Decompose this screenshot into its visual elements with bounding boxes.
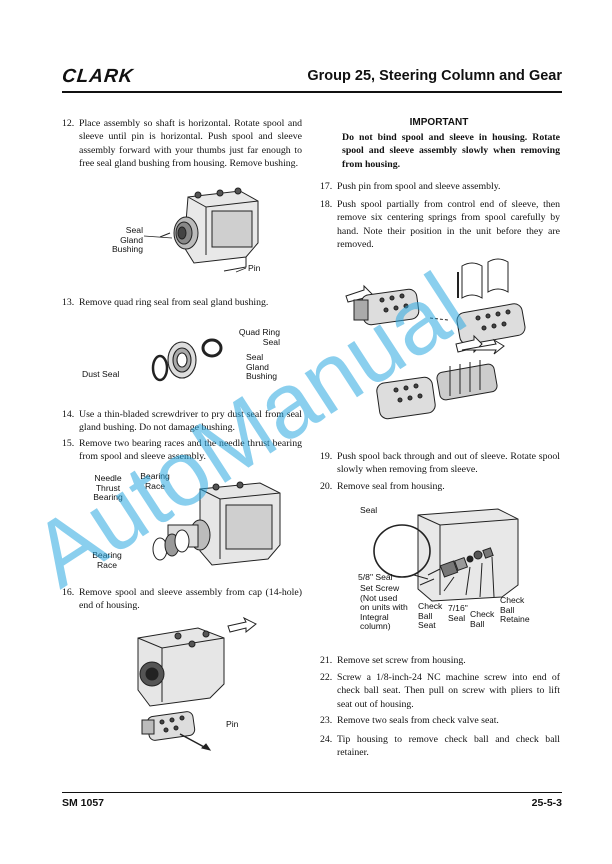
label-line: Set Screw	[360, 583, 400, 593]
label-line: on units with	[360, 602, 408, 612]
label-line: Retaine	[500, 614, 530, 624]
figure-quad-ring-dust-seal	[151, 338, 223, 382]
header-rule	[62, 91, 562, 93]
step-text: Remove seal from housing.	[337, 481, 445, 492]
step-text: Push spool back through and out of sleev…	[337, 451, 560, 476]
label-line: Seat	[418, 620, 436, 630]
step-number: 19.	[320, 451, 333, 462]
label-line: Ball	[470, 618, 485, 629]
label-line: Race	[96, 559, 118, 570]
step-number: 24.	[320, 734, 333, 745]
footer-manual-number: SM 1057	[62, 797, 105, 809]
label-line: 7/16"	[448, 603, 468, 613]
step-number: 16.	[62, 587, 75, 598]
footer-rule	[62, 792, 562, 793]
label-seal-gland-bushing: Seal Gland Bushing	[105, 225, 143, 255]
figure-centering-springs	[345, 258, 526, 420]
step-14: 14. Use a thin-bladed screwdriver to pry…	[62, 408, 302, 435]
step-text: Remove two seals from check valve seat.	[337, 715, 499, 726]
label-line: Thrust	[95, 482, 121, 493]
label-line: Integral	[360, 611, 389, 622]
label-bearing-race-bottom: Bearing Race	[88, 550, 126, 570]
label-line: (Not used	[360, 592, 398, 603]
label-line: Seal	[246, 352, 264, 362]
label-quad-ring-seal: Quad Ring Seal	[236, 327, 280, 347]
label-check-ball: Check Ball	[470, 609, 495, 629]
step-21: 21. Remove set screw from housing.	[320, 654, 560, 667]
step-text: Remove set screw from housing.	[337, 655, 466, 666]
label-dust-seal: Dust Seal	[82, 369, 120, 379]
step-text: Tip housing to remove check ball and che…	[337, 734, 560, 759]
step-19: 19. Push spool back through and out of s…	[320, 450, 560, 477]
label-needle-thrust-bearing: Needle Thrust Bearing	[86, 473, 130, 503]
label-check-ball-retainer: Check Ball Retaine	[500, 595, 530, 625]
page-title: Group 25, Steering Column and Gear	[307, 68, 562, 84]
label-line: Seal	[448, 612, 466, 623]
step-23: 23. Remove two seals from check valve se…	[320, 714, 560, 727]
step-number: 12.	[62, 118, 75, 129]
label-check-ball-seat: Check Ball Seat	[418, 601, 443, 631]
label-set-screw: Set Screw (Not used on units with Integr…	[360, 583, 408, 632]
label-line: Bushing	[246, 371, 278, 381]
label-line: Seal	[262, 336, 280, 347]
figure-check-ball-assembly	[373, 508, 519, 602]
label-line: Bearing	[92, 550, 122, 560]
label-line: Seal	[125, 225, 143, 235]
label-bearing-race-top: Bearing Race	[136, 471, 174, 491]
label-line: Check	[500, 595, 525, 605]
important-body: Do not bind spool and sleeve in housing.…	[342, 132, 560, 170]
figure-needle-thrust-bearing	[152, 481, 281, 566]
step-text: Push pin from spool and sleeve assembly.	[337, 181, 501, 192]
label-line: Needle	[94, 473, 122, 483]
step-22: 22. Screw a 1/8-inch-24 NC machine screw…	[320, 671, 560, 711]
step-number: 15.	[62, 438, 75, 449]
label-seal: Seal	[360, 505, 378, 515]
step-12: 12. Place assembly so shaft is horizonta…	[62, 117, 302, 171]
label-line: Ball	[418, 610, 433, 621]
step-18: 18. Push spool partially from control en…	[320, 198, 560, 252]
step-text: Remove quad ring seal from seal gland bu…	[79, 297, 269, 308]
step-text: Remove two bearing races and the needle …	[79, 438, 302, 463]
step-17: 17. Push pin from spool and sleeve assem…	[320, 180, 560, 193]
label-line: Bushing	[111, 244, 143, 254]
important-heading: IMPORTANT	[409, 117, 469, 128]
step-text: Push spool partially from control end of…	[337, 199, 560, 251]
label-line: Bearing	[140, 471, 170, 481]
step-text: Place assembly so shaft is horizontal. R…	[79, 118, 302, 170]
step-20: 20. Remove seal from housing.	[320, 480, 560, 493]
label-5-8-seal: 5/8" Seal	[358, 572, 393, 582]
figure-seal-gland-bushing	[159, 187, 259, 272]
step-number: 14.	[62, 409, 75, 420]
step-number: 22.	[320, 672, 333, 683]
label-line: Race	[144, 480, 166, 491]
label-line: Gland	[120, 234, 143, 245]
label-7-16-seal: 7/16" Seal	[448, 603, 468, 623]
label-seal-gland-bushing-2: Seal Gland Bushing	[246, 352, 278, 382]
step-16: 16. Remove spool and sleeve assembly fro…	[62, 586, 302, 613]
label-line: Ball	[500, 604, 515, 615]
step-text: Remove spool and sleeve assembly from ca…	[79, 587, 302, 612]
figure-spool-sleeve-removal	[137, 616, 257, 751]
step-number: 13.	[62, 297, 75, 308]
label-pin-2: Pin	[226, 719, 239, 729]
label-line: Bearing	[93, 492, 123, 502]
label-pin: Pin	[248, 263, 261, 273]
step-number: 17.	[320, 181, 333, 192]
step-number: 23.	[320, 715, 333, 726]
step-number: 18.	[320, 199, 333, 210]
step-text: Use a thin-bladed screwdriver to pry dus…	[79, 409, 302, 434]
step-15: 15. Remove two bearing races and the nee…	[62, 437, 302, 464]
label-line: Gland	[246, 361, 269, 372]
label-line: Check	[470, 609, 495, 619]
step-24: 24. Tip housing to remove check ball and…	[320, 733, 560, 760]
label-line: column)	[360, 621, 391, 631]
footer-page-number: 25-5-3	[531, 797, 562, 809]
step-number: 21.	[320, 655, 333, 666]
step-13: 13. Remove quad ring seal from seal glan…	[62, 296, 302, 309]
step-text: Screw a 1/8-inch-24 NC machine screw int…	[337, 672, 560, 710]
label-line: Quad Ring	[238, 327, 280, 337]
step-number: 20.	[320, 481, 333, 492]
label-line: Check	[418, 601, 443, 611]
